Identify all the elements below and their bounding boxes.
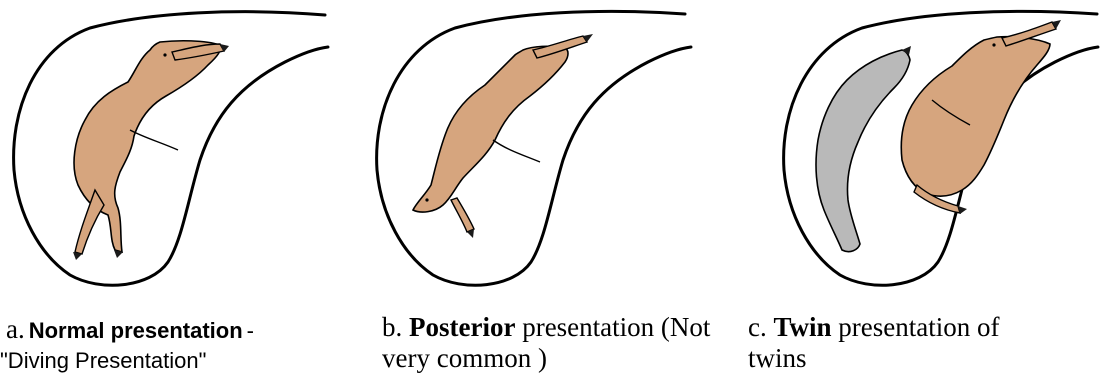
calf-tail	[492, 139, 541, 163]
uterus-diagram-twins	[782, 9, 1100, 287]
gray-hoof	[902, 46, 911, 55]
calf-eye	[425, 198, 429, 202]
calf-body	[411, 45, 569, 213]
caption-twin-presentation: c. Twin presentation of twins	[748, 312, 1102, 374]
hoof-hind	[583, 34, 593, 42]
uterus-outline	[375, 9, 693, 287]
hoof-hind	[73, 252, 82, 260]
calf-eye	[163, 53, 167, 57]
hoof-hind-2	[114, 250, 123, 258]
calf-diving-position	[73, 39, 229, 260]
caption-b-line2: very common )	[382, 343, 547, 373]
caption-a-line2: "Diving Presentation"	[0, 348, 207, 373]
caption-c-line2: twins	[748, 343, 807, 373]
caption-b-bold: Posterior	[409, 312, 516, 342]
tan-calf-body	[900, 35, 1051, 197]
uterus-outline	[12, 10, 330, 287]
caption-a-suffix: -	[246, 318, 254, 343]
twin-calf-gray	[815, 46, 911, 253]
tan-calf-tail	[931, 99, 971, 126]
caption-normal-presentation: a. Normal presentation - "Diving Present…	[0, 314, 360, 376]
calf-posterior-position	[411, 34, 593, 238]
panel-normal-presentation	[0, 0, 370, 300]
calf-hind-leg	[74, 188, 105, 255]
caption-c-prefix: c.	[748, 312, 767, 342]
panel-posterior-presentation	[355, 0, 735, 300]
uterus-diagram-normal	[12, 10, 330, 287]
panel-twin-presentation	[752, 0, 1102, 300]
tan-calf-eye	[992, 43, 996, 47]
hoof-front	[467, 229, 474, 238]
calf-foreleg	[450, 197, 475, 233]
tan-hoof-front	[1052, 20, 1061, 29]
hoof-front	[220, 44, 229, 52]
calf-tail	[129, 129, 179, 151]
caption-posterior-presentation: b. Posterior presentation (Not very comm…	[382, 312, 742, 374]
tan-hoof-hind	[958, 206, 967, 214]
caption-a-prefix: a.	[6, 314, 25, 344]
caption-c-bold: Twin	[773, 312, 832, 342]
caption-b-prefix: b.	[382, 312, 403, 342]
caption-c-suffix: presentation of	[838, 312, 1000, 342]
twin-calf-tan	[900, 20, 1061, 214]
caption-b-suffix: presentation (Not	[522, 312, 711, 342]
uterus-diagram-posterior	[375, 9, 693, 287]
caption-a-bold: Normal presentation	[28, 318, 243, 343]
gray-calf-body	[815, 49, 911, 253]
